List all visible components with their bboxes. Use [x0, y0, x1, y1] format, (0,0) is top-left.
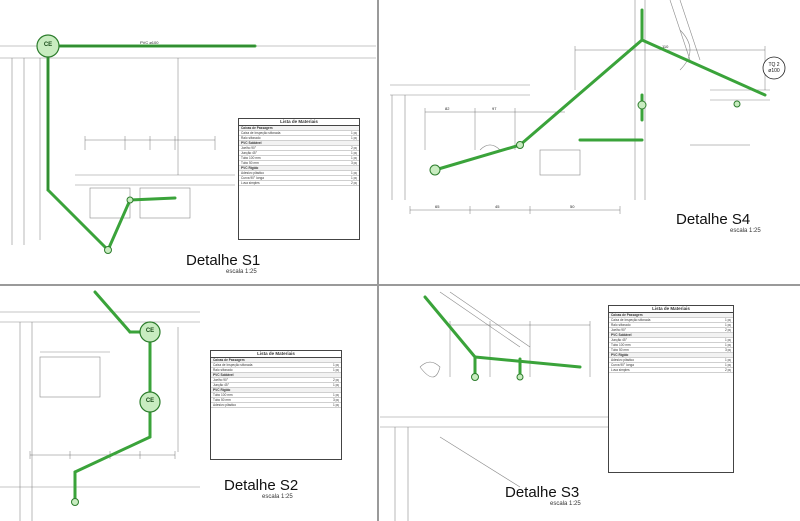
detail-s3-scale: escala 1:25	[550, 501, 581, 507]
detail-s3-drawing	[380, 291, 610, 521]
dim-s4-1: 97	[492, 106, 497, 111]
detail-s3-panel: Lista de Materiais Caixas de Passagem Ca…	[380, 287, 800, 521]
detail-s4-panel: TQ 2 ø100 110 97 82 65 45 50 Detalhe S4 …	[380, 0, 800, 283]
tq2-marker	[762, 56, 786, 80]
horizontal-divider	[0, 284, 800, 286]
materials-heading: Lista de Materiais	[239, 119, 359, 126]
detail-s4-scale: escala 1:25	[730, 228, 761, 234]
detail-s3-title: Detalhe S3	[505, 484, 580, 501]
detail-s1-drawing	[0, 34, 376, 254]
materials-table-s1: Lista de Materiais Caixas de Passagem Ca…	[238, 118, 360, 240]
materials-table-s2: Lista de Materiais Caixas de Passagem Ca…	[210, 350, 342, 460]
ce-label: CE	[43, 42, 53, 48]
detail-s2-drawing	[0, 290, 200, 521]
detail-s4-title: Detalhe S4	[676, 211, 751, 228]
dim-s4-0: 110	[662, 44, 669, 49]
detail-s2-title: Detalhe S2	[224, 477, 299, 494]
dim-s4-3: 65	[435, 204, 440, 209]
ce-label-top: CE	[145, 328, 155, 334]
detail-s2-scale: escala 1:25	[262, 494, 293, 500]
detail-s1-panel: CE PVC ø100 Lista de Materiais Caixas de…	[0, 0, 376, 283]
dim-s4-2: 82	[445, 106, 450, 111]
pvc-label: PVC ø100	[140, 40, 159, 45]
vertical-divider	[377, 0, 379, 521]
detail-s2-panel: CE CE Lista de Materiais Caixas de Passa…	[0, 287, 376, 521]
detail-s1-scale: escala 1:25	[226, 269, 257, 275]
detail-s1-title: Detalhe S1	[186, 252, 261, 269]
dim-s4-5: 50	[570, 204, 575, 209]
detail-s4-drawing	[390, 0, 786, 214]
materials-table-s3: Lista de Materiais Caixas de Passagem Ca…	[608, 305, 734, 473]
ce-label-bottom: CE	[145, 398, 155, 404]
inspection-box-ce	[36, 34, 60, 58]
tq2-label: TQ 2 ø100	[768, 62, 780, 74]
dim-s4-4: 45	[495, 204, 500, 209]
